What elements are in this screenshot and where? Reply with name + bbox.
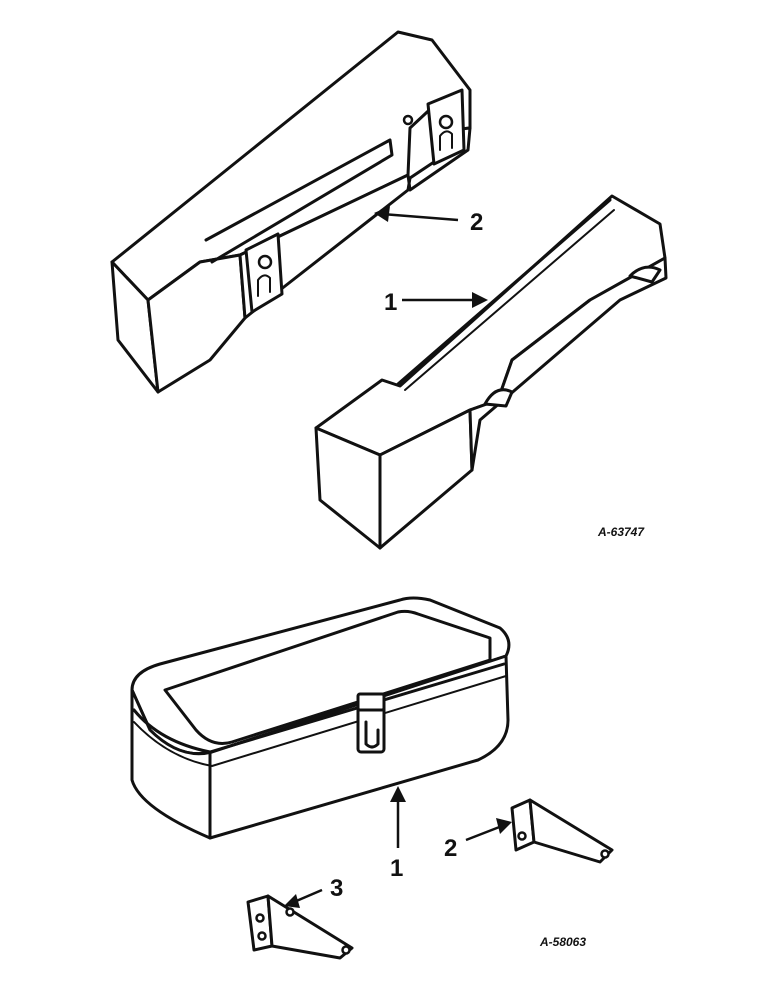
bracket-part-2 xyxy=(510,798,614,864)
callout-3-bracket: 3 xyxy=(284,875,343,908)
callout-2-weight: 2 xyxy=(374,206,483,236)
tool-box-part-1 xyxy=(130,596,511,840)
callout-label: 3 xyxy=(330,875,343,902)
toolbox-figure: 1 2 3 A-58063 xyxy=(130,596,614,960)
callout-1-toolbox: 1 xyxy=(390,786,406,882)
bracket-part-3 xyxy=(246,894,354,960)
callout-label: 1 xyxy=(384,289,397,316)
weights-figure: 2 1 A-63747 xyxy=(110,30,668,550)
callout-label: 1 xyxy=(390,855,403,882)
figure-reference: A-63747 xyxy=(597,525,645,539)
weight-block-part-1 xyxy=(314,194,668,550)
callout-label: 2 xyxy=(470,209,483,236)
weight-block-part-2 xyxy=(110,30,472,394)
callout-2-bracket: 2 xyxy=(444,818,512,862)
callout-label: 2 xyxy=(444,835,457,862)
callout-1-weight: 1 xyxy=(384,289,488,316)
figure-reference: A-58063 xyxy=(539,935,586,949)
